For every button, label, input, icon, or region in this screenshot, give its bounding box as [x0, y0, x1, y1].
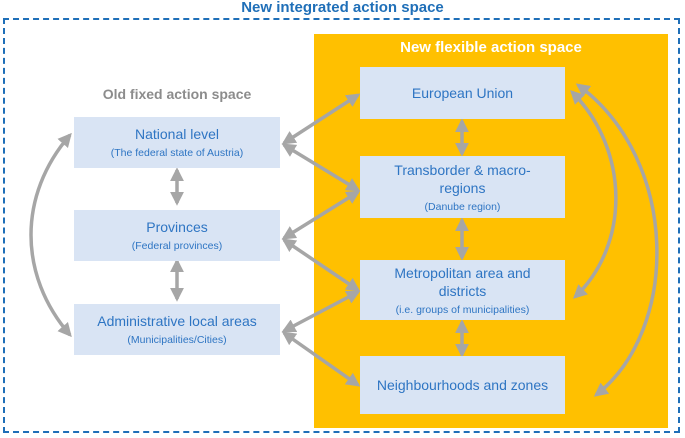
metropolitan-box: Metropolitan area and districts (i.e. gr…	[360, 260, 565, 320]
provinces-box: Provinces (Federal provinces)	[74, 210, 280, 261]
arrow-national-transborder	[281, 143, 361, 192]
arrow-eu-neighbourhoods-curve	[575, 83, 659, 397]
european-union-box: European Union	[360, 67, 565, 119]
local-areas-sublabel: (Municipalities/Cities)	[127, 334, 227, 346]
neighbourhoods-label: Neighbourhoods and zones	[376, 377, 549, 393]
arrow-eu-metro-curve	[570, 90, 618, 299]
fixed-space-title: Old fixed action space	[102, 86, 252, 102]
arrow-local-metro	[281, 290, 361, 333]
national-level-label: National level	[134, 126, 220, 142]
arrow-national-local-curve	[29, 132, 72, 338]
arrow-provinces-metro	[281, 238, 361, 292]
national-level-sublabel: (The federal state of Austria)	[110, 147, 244, 159]
flexible-space-title: New flexible action space	[400, 39, 582, 56]
provinces-label: Provinces	[146, 219, 208, 235]
transborder-box: Transborder & macro-regions (Danube regi…	[360, 156, 565, 218]
arrow-local-neighbourhoods	[281, 331, 361, 387]
neighbourhoods-box: Neighbourhoods and zones	[360, 356, 565, 414]
arrow-provinces-transborder	[281, 190, 361, 240]
arrow-national-eu	[281, 93, 361, 145]
integrated-space-title: New integrated action space	[0, 0, 685, 16]
integrated-space-frame	[3, 18, 680, 433]
local-areas-box: Administrative local areas (Municipaliti…	[74, 304, 280, 355]
transborder-label: Transborder & macro-regions	[394, 161, 531, 196]
local-areas-label: Administrative local areas	[97, 313, 257, 329]
transborder-sublabel: (Danube region)	[424, 200, 501, 213]
national-level-box: National level (The federal state of Aus…	[74, 117, 280, 168]
metropolitan-sublabel: (i.e. groups of municipalities)	[395, 303, 530, 316]
metropolitan-label: Metropolitan area and districts	[394, 264, 531, 299]
european-union-label: European Union	[411, 85, 514, 101]
provinces-sublabel: (Federal provinces)	[131, 240, 223, 252]
